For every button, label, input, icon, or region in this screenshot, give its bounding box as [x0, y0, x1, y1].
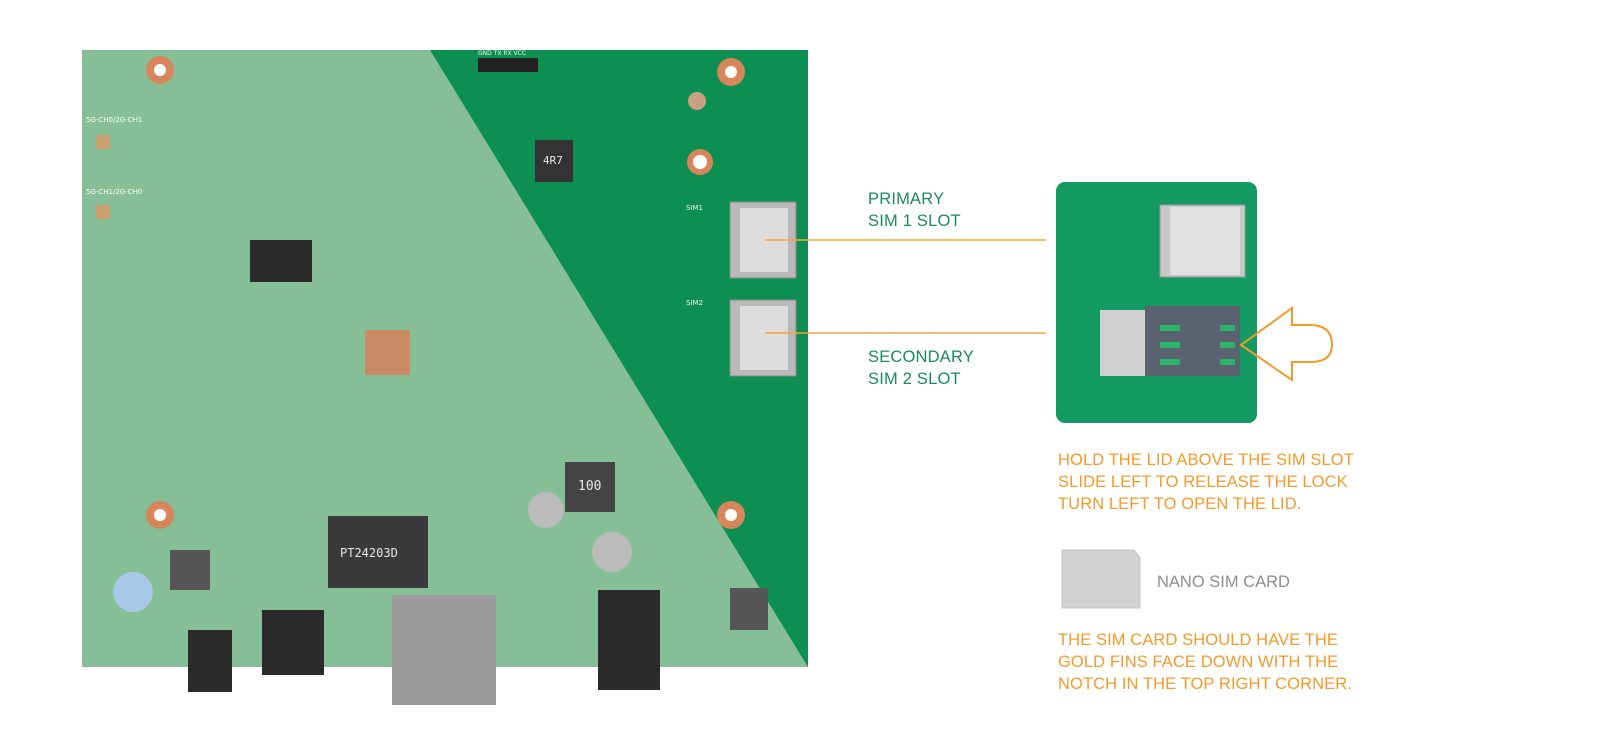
- secondary-line-1: SECONDARY: [868, 348, 975, 366]
- instruction-line: NOTCH IN THE TOP RIGHT CORNER.: [1058, 675, 1352, 693]
- primary-sim-label: PRIMARY SIM 1 SLOT: [868, 188, 961, 232]
- capacitor: [113, 572, 153, 612]
- sim-slot-closeup: [1056, 182, 1257, 423]
- dc-jack: [598, 590, 660, 690]
- inductor: [730, 588, 768, 630]
- capacitor: [592, 532, 632, 572]
- transformer: [328, 516, 428, 588]
- secondary-line-2: SIM 2 SLOT: [868, 370, 961, 388]
- antenna-connector: [96, 135, 110, 149]
- silkscreen-sim1: SIM1: [686, 204, 704, 212]
- instruction-line: HOLD THE LID ABOVE THE SIM SLOT: [1058, 451, 1354, 469]
- silkscreen-antenna-2: 5G-CH1/2G-CH0: [86, 188, 143, 196]
- orientation-instructions: THE SIM CARD SHOULD HAVE THE GOLD FINS F…: [1058, 629, 1352, 695]
- led-block: [262, 610, 324, 675]
- inductor-marking-4r7: 4R7: [543, 154, 563, 167]
- inductor: [170, 550, 210, 590]
- primary-line-2: SIM 1 SLOT: [868, 212, 961, 230]
- ethernet-port: [392, 595, 496, 705]
- antenna-connector: [96, 205, 110, 219]
- instruction-line: TURN LEFT TO OPEN THE LID.: [1058, 495, 1302, 513]
- chip: [250, 240, 312, 282]
- inductor-marking-100: 100: [578, 479, 602, 494]
- silkscreen-sim2: SIM2: [686, 299, 704, 307]
- inductor-100: [565, 462, 615, 512]
- instruction-line: GOLD FINS FACE DOWN WITH THE: [1058, 653, 1339, 671]
- transformer-marking: PT24203D: [340, 546, 398, 560]
- silkscreen-antenna-1: 5G-CH0/2G-CH1: [86, 116, 143, 124]
- nano-sim-card-icon: [1061, 549, 1141, 609]
- instruction-line: THE SIM CARD SHOULD HAVE THE: [1058, 631, 1338, 649]
- nano-sim-card-label: NANO SIM CARD: [1157, 573, 1290, 591]
- sim-slot-2: [729, 299, 797, 377]
- mounting-holes: [146, 56, 745, 529]
- slide-arrow-icon: [1239, 306, 1334, 382]
- uart-header: [478, 58, 538, 72]
- soc-chip: [365, 330, 410, 375]
- secondary-sim-label: SECONDARY SIM 2 SLOT: [868, 346, 974, 390]
- instruction-line: SLIDE LEFT TO RELEASE THE LOCK: [1058, 473, 1348, 491]
- inductor-4r7: [535, 140, 573, 182]
- capacitor: [528, 492, 564, 528]
- lid-instructions: HOLD THE LID ABOVE THE SIM SLOT SLIDE LE…: [1058, 449, 1354, 515]
- silkscreen-uart-pins: GND TX RX VCC: [478, 50, 527, 57]
- primary-line-1: PRIMARY: [868, 190, 945, 208]
- pcb-faded-area: [82, 50, 808, 667]
- reset-button: [188, 630, 232, 692]
